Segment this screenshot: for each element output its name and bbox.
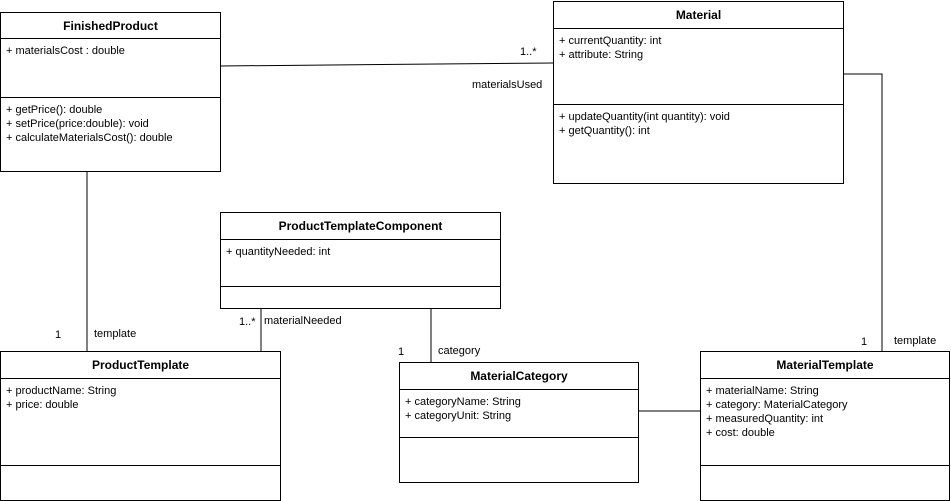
class-product-template-component[interactable]: ProductTemplateComponent + quantityNeede… bbox=[220, 212, 501, 309]
method: + getQuantity(): int bbox=[559, 125, 650, 137]
methods-section: + getPrice(): double + setPrice(price:do… bbox=[1, 98, 220, 171]
attribute: + materialsCost : double bbox=[6, 45, 125, 57]
attributes-section: + currentQuantity: int + attribute: Stri… bbox=[554, 29, 843, 105]
role-label: materialsUsed bbox=[472, 79, 543, 91]
role-label: materialNeeded bbox=[264, 315, 342, 327]
class-name: ProductTemplateComponent bbox=[221, 213, 500, 240]
edge-material-materialtemplate bbox=[843, 73, 883, 351]
attribute: + categoryName: String bbox=[405, 396, 521, 408]
attributes-section: + materialsCost : double bbox=[1, 39, 220, 98]
methods-section bbox=[400, 438, 638, 482]
method: + calculateMaterialsCost(): double bbox=[6, 132, 173, 144]
attributes-section: + categoryName: String + categoryUnit: S… bbox=[400, 390, 638, 438]
attribute: + materialName: String bbox=[706, 385, 819, 397]
methods-section: + updateQuantity(int quantity): void + g… bbox=[554, 105, 843, 183]
role-label: template bbox=[894, 335, 937, 347]
role-label: template bbox=[94, 328, 137, 340]
attributes-section: + productName: String + price: double bbox=[1, 379, 280, 466]
attribute: + productName: String bbox=[6, 385, 117, 397]
attribute: + quantityNeeded: int bbox=[226, 246, 331, 258]
class-product-template[interactable]: ProductTemplate + productName: String + … bbox=[0, 351, 281, 501]
attribute: + currentQuantity: int bbox=[559, 35, 662, 47]
method: + getPrice(): double bbox=[6, 104, 103, 116]
class-material-template[interactable]: MaterialTemplate + materialName: String … bbox=[700, 351, 950, 501]
attribute: + attribute: String bbox=[559, 49, 644, 61]
methods-section bbox=[701, 466, 949, 500]
class-finished-product[interactable]: FinishedProduct + materialsCost : double… bbox=[0, 12, 221, 172]
class-name: FinishedProduct bbox=[1, 13, 220, 39]
method: + setPrice(price:double): void bbox=[6, 118, 149, 130]
class-name: ProductTemplate bbox=[1, 352, 280, 379]
methods-section bbox=[221, 287, 500, 308]
multiplicity-label: 1 bbox=[861, 336, 868, 348]
attributes-section: + materialName: String + category: Mater… bbox=[701, 379, 949, 466]
attribute: + measuredQuantity: int bbox=[706, 413, 824, 425]
edge-finishedproduct-material bbox=[219, 62, 554, 67]
attribute: + categoryUnit: String bbox=[405, 410, 512, 422]
attribute: + cost: double bbox=[706, 427, 775, 439]
attribute: + category: MaterialCategory bbox=[706, 399, 848, 411]
role-label: category bbox=[438, 345, 481, 357]
multiplicity-label: 1 bbox=[398, 346, 405, 358]
class-name: MaterialTemplate bbox=[701, 352, 949, 379]
class-material-category[interactable]: MaterialCategory + categoryName: String … bbox=[399, 362, 639, 483]
methods-section bbox=[1, 466, 280, 500]
method: + updateQuantity(int quantity): void bbox=[559, 111, 730, 123]
multiplicity-label: 1..* bbox=[520, 46, 537, 58]
class-material[interactable]: Material + currentQuantity: int + attrib… bbox=[553, 1, 844, 184]
multiplicity-label: 1..* bbox=[239, 316, 256, 328]
multiplicity-label: 1 bbox=[55, 329, 62, 341]
attribute: + price: double bbox=[6, 399, 79, 411]
attributes-section: + quantityNeeded: int bbox=[221, 240, 500, 287]
class-name: MaterialCategory bbox=[400, 363, 638, 390]
class-name: Material bbox=[554, 2, 843, 29]
